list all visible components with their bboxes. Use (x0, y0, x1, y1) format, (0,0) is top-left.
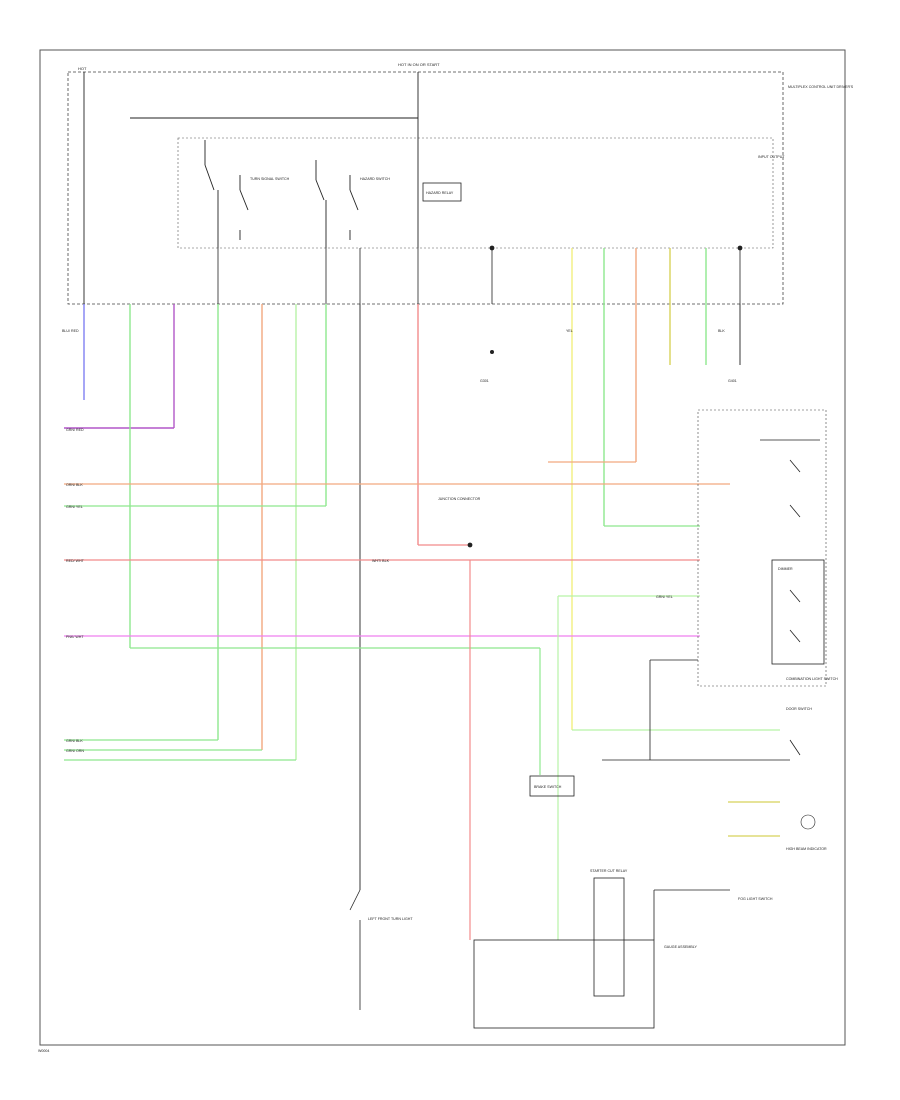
ground-node-1 (489, 245, 495, 251)
ground-node-2 (737, 245, 743, 251)
wire-label-2: GRN/ RED (66, 428, 84, 432)
wire-label-1: BLU/ RED (62, 329, 79, 333)
control-unit-box (67, 71, 784, 305)
brake-switch-box (529, 775, 575, 797)
dimmer-label: DIMMER (778, 567, 793, 571)
label-input-output: INPUT OUTPUT (758, 155, 785, 159)
hazard-switch-label: HAZARD SWITCH (360, 177, 390, 181)
door-switch-label: DOOR SWITCH (786, 707, 812, 711)
hazard-relay-box (422, 182, 462, 202)
high-beam-indicator (800, 814, 816, 830)
label-control-unit: MULTIPLEX CONTROL UNIT DRIVER'S (788, 85, 854, 89)
wire-label-9: YEL (566, 329, 573, 333)
junction-label: JUNCTION CONNECTOR (438, 497, 481, 501)
footer-code: W0004 (38, 1049, 49, 1053)
starter-cut-relay (593, 877, 625, 997)
starter-cut-label: STARTER CUT RELAY (590, 869, 628, 873)
gauge-assembly-label: GAUGE ASSEMBLY (664, 945, 697, 949)
hazard-relay-label: HAZARD RELAY (426, 191, 454, 195)
switch-box (177, 137, 774, 249)
wire-label-3: ORN/ BLK (66, 483, 83, 487)
gauge-assembly-box (473, 939, 655, 1029)
label-hot: HOT (78, 66, 87, 71)
outer-frame (39, 49, 846, 1046)
right-switches (602, 439, 820, 761)
wire-label-7: GRN/ BLK (66, 739, 83, 743)
terminal-drops (217, 248, 741, 304)
left-front-turn-light (349, 889, 361, 1010)
brake-switch-label: BRAKE SWITCH (534, 785, 562, 789)
switch-group (204, 140, 359, 248)
high-beam-label: HIGH BEAM INDICATOR (786, 847, 827, 851)
wire-label-10: BLK (718, 329, 725, 333)
fog-switch-label: FOG LIGHT SWITCH (738, 897, 773, 901)
junction-node (467, 542, 473, 548)
wire-label-4: GRN/ YEL (66, 505, 83, 509)
wire-label-8: GRN/ ORN (66, 749, 84, 753)
wire-label-11: WHT/ BLK (372, 559, 390, 563)
dimmer-box (771, 559, 825, 665)
ground-symbol-1 (490, 350, 494, 354)
label-hot-in-start: HOT IN ON OR START (398, 62, 440, 67)
turn-signal-switch-label: TURN SIGNAL SWITCH (250, 177, 290, 181)
left-front-turn-label: LEFT FRONT TURN LIGHT (368, 917, 413, 921)
ground-label-1: G301 (480, 379, 489, 383)
combination-switch-box (697, 409, 827, 687)
wire-label-6: PNK/ WHT (66, 635, 84, 639)
combination-light-label: COMBINATION LIGHT SWITCH (786, 677, 838, 681)
wire-label-5: RED/ WHT (66, 559, 85, 563)
wire-label-12: GRN/ YEL (656, 595, 673, 599)
ground-label-2: G401 (728, 379, 737, 383)
